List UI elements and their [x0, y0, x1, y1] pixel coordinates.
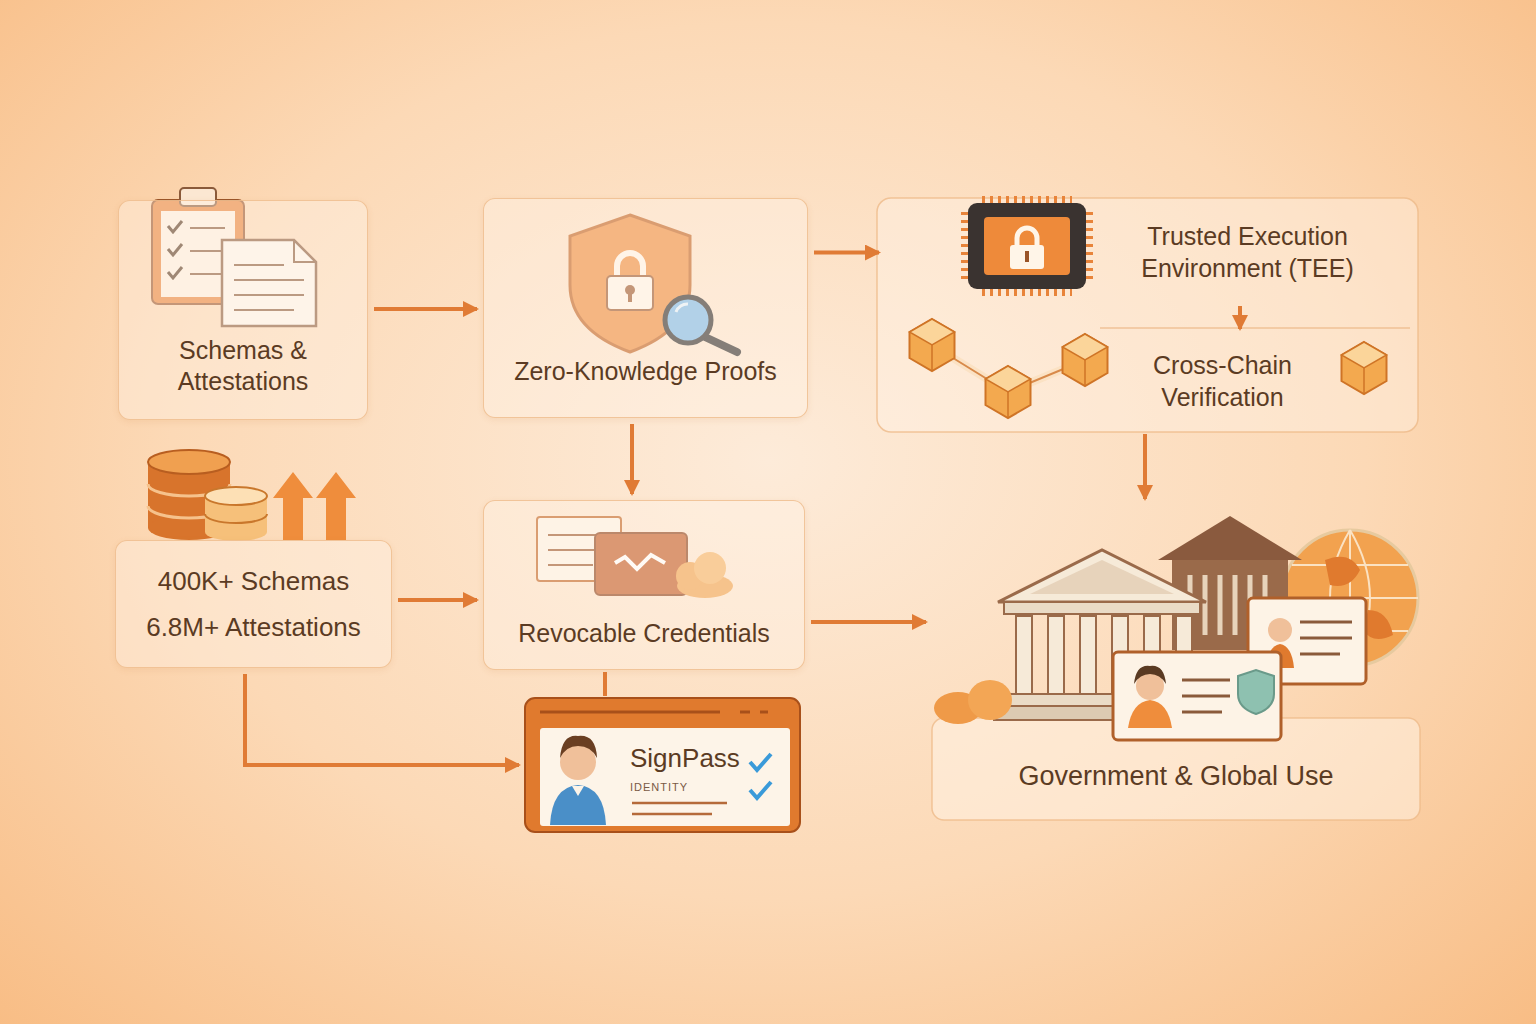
node-label: Cross-Chain Verification — [1140, 350, 1305, 413]
government-illustration — [932, 516, 1420, 820]
flow-arrow — [1143, 434, 1147, 499]
blockchain-icon — [910, 319, 1387, 418]
id-card — [525, 698, 800, 832]
process-region: Trusted Execution Environment (TEE) — [885, 205, 1410, 300]
id-card: SignPassIDENTITY — [525, 698, 800, 832]
node-label: Schemas & Attestations — [129, 335, 357, 398]
database-icon — [148, 450, 356, 541]
flow-arrow — [245, 674, 519, 765]
flow-arrow — [398, 598, 477, 602]
process-box: Zero-Knowledge Proofs — [483, 198, 808, 418]
process-region: Cross-Chain Verification — [885, 335, 1410, 428]
process-box: Schemas & Attestations — [118, 200, 368, 420]
process-box: Revocable Credentials — [483, 500, 805, 670]
node-label: Zero-Knowledge Proofs — [494, 356, 797, 387]
flow-arrow — [603, 672, 607, 696]
divider — [1100, 327, 1410, 329]
flow-arrow — [814, 251, 879, 255]
flow-arrow — [374, 307, 477, 311]
node-label: 400K+ Schemas — [126, 565, 381, 598]
panel — [877, 198, 1418, 432]
node-sublabel: 6.8M+ Attestations — [126, 611, 381, 644]
chip-icon — [965, 200, 1089, 292]
node-label: Revocable Credentials — [492, 618, 796, 649]
flow-arrow — [630, 424, 634, 494]
use-box: Government & Global Use — [932, 505, 1420, 820]
flow-arrow — [1238, 306, 1242, 329]
stats-box: 400K+ Schemas 6.8M+ Attestations — [115, 540, 392, 668]
node-label: Trusted Execution Environment (TEE) — [1125, 221, 1370, 284]
flow-arrow — [811, 620, 926, 624]
node-sublabel: IDENTITY — [630, 781, 760, 795]
node-label: SignPass — [630, 742, 760, 775]
node-label: Government & Global Use — [942, 760, 1410, 794]
